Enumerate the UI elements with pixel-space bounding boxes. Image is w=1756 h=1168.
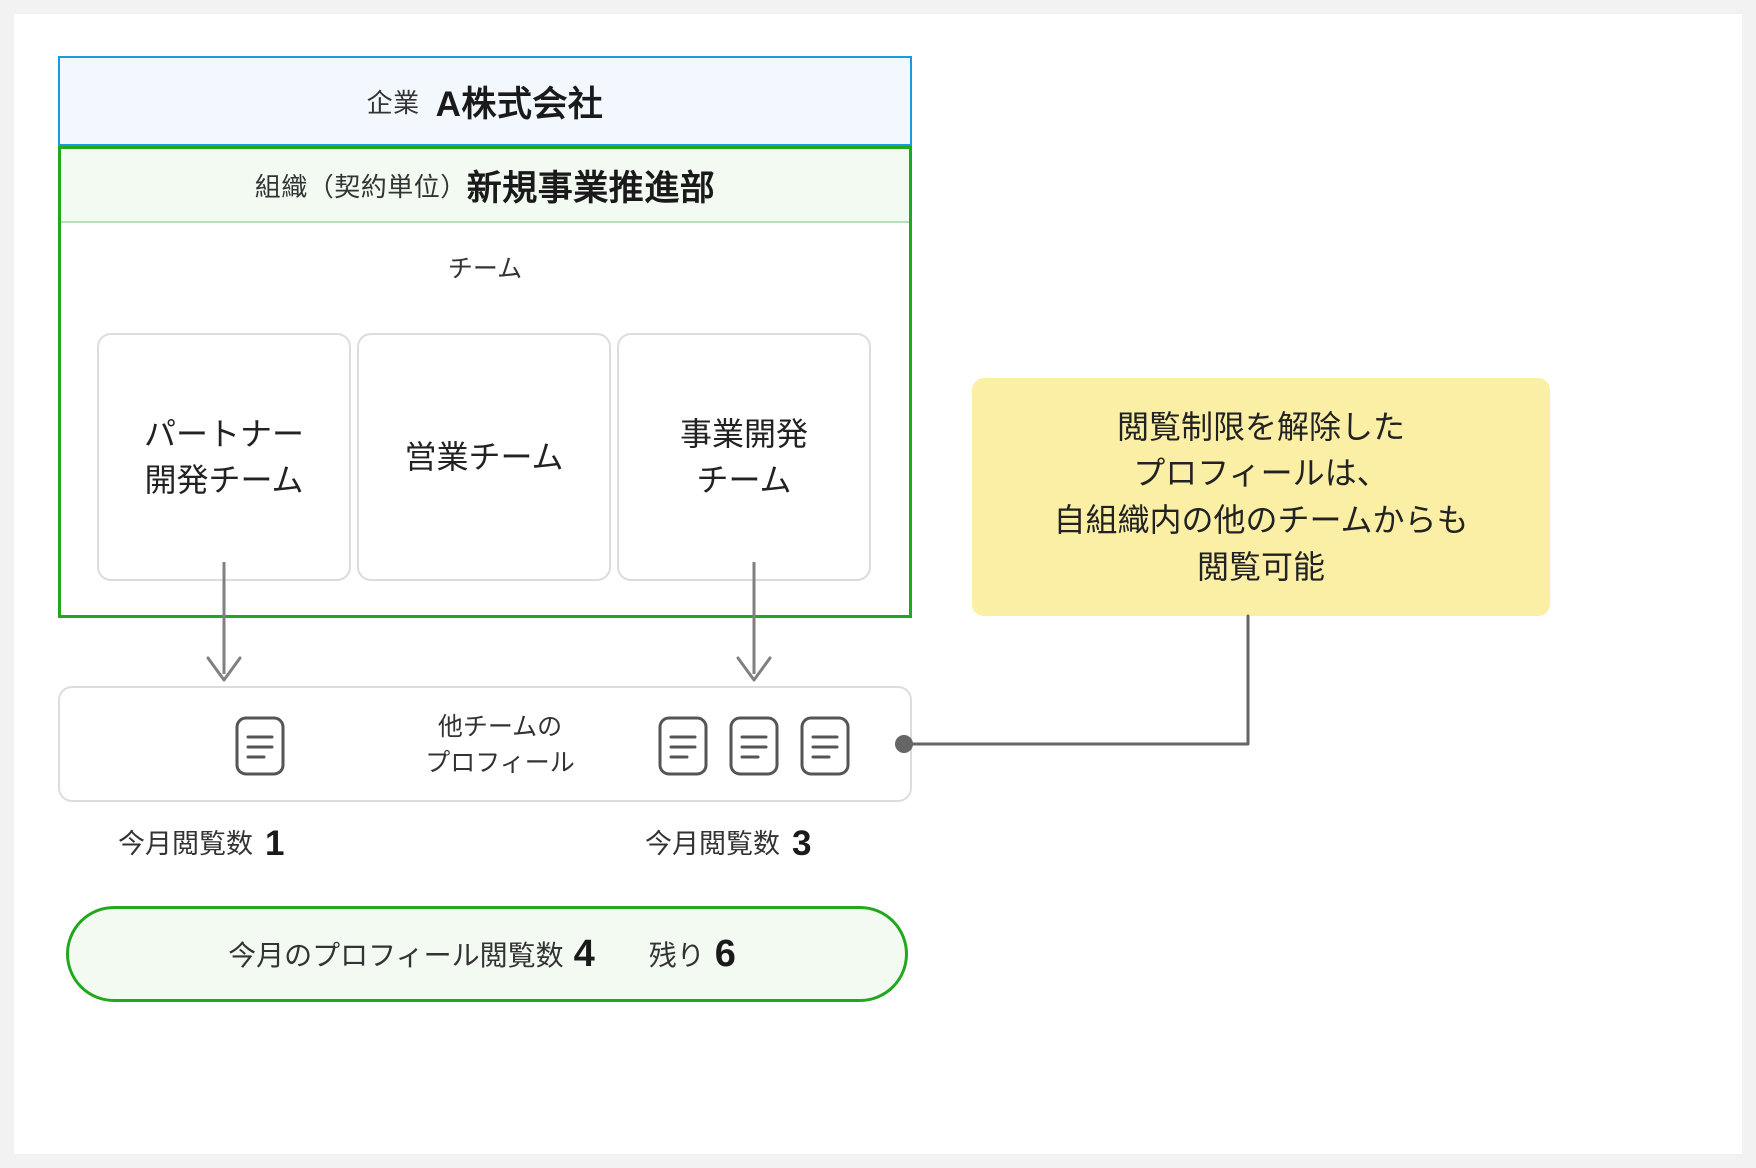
team-card-partner-development[interactable]: パートナー 開発チーム [97,333,351,581]
company-label: 企業 [366,87,420,118]
monthly-view-count-right-label: 今月閲覧数 [645,829,780,859]
diagram-canvas: 企業 A株式会社 組織（契約単位） 新規事業推進部 チーム パートナー 開発チー… [14,14,1742,1154]
monthly-view-count-right-value: 3 [792,824,812,863]
monthly-view-count-left-value: 1 [265,824,285,863]
monthly-view-count-left-label: 今月閲覧数 [118,829,253,859]
monthly-view-count-right: 今月閲覧数 3 [645,822,811,864]
summary-remaining-value: 6 [714,932,736,975]
document-icon[interactable] [728,715,780,777]
team-card-business-development[interactable]: 事業開発 チーム [617,333,871,581]
company-box: 企業 A株式会社 [58,56,912,146]
document-icon[interactable] [657,715,709,777]
summary-label: 今月のプロフィール閲覧数 [228,940,564,971]
document-icon[interactable] [799,715,851,777]
team-card-sales[interactable]: 営業チーム [357,333,611,581]
callout-note: 閲覧制限を解除した プロフィールは、 自組織内の他のチームからも 閲覧可能 [972,378,1550,616]
team-section-label: チーム [447,255,523,283]
organization-box: 組織（契約単位） 新規事業推進部 チーム パートナー 開発チーム 営業チーム 事… [58,146,912,618]
connector-dot [895,735,913,753]
document-icon[interactable] [234,715,286,777]
summary-remaining-label: 残り [648,940,705,971]
other-team-profile-label: 他チームの プロフィール [425,713,575,778]
callout-connector [895,614,1250,753]
company-name: A株式会社 [435,84,604,124]
organization-label: 組織（契約単位） [254,171,467,202]
other-team-profile-row: 他チームの プロフィール [58,686,912,802]
monthly-view-count-left: 今月閲覧数 1 [118,822,284,864]
organization-header: 組織（契約単位） 新規事業推進部 [61,149,909,223]
monthly-profile-view-summary: 今月のプロフィール閲覧数 4 残り 6 [66,906,908,1002]
summary-value: 4 [573,932,595,975]
team-card-list: パートナー 開発チーム 営業チーム 事業開発 チーム [97,333,877,581]
organization-name: 新規事業推進部 [466,168,716,208]
